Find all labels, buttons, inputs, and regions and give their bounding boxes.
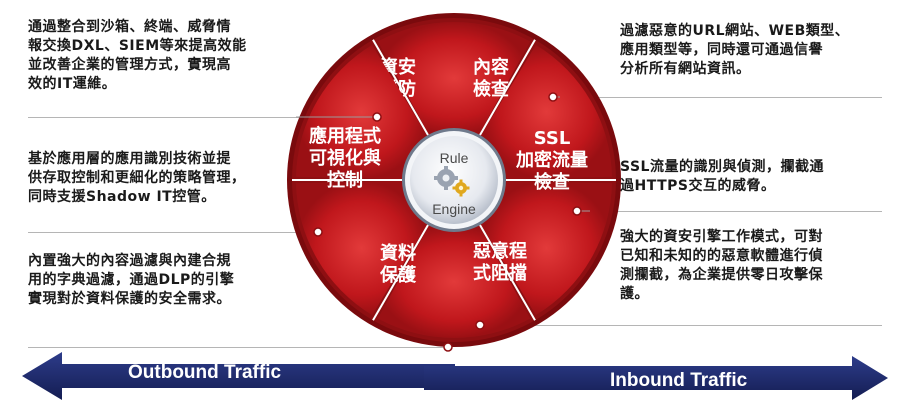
dot-app-visibility bbox=[313, 227, 323, 237]
segment-label-malware-block: 式阻擋 bbox=[473, 262, 527, 284]
desc-line: 供存取控制和更細化的策略管理， bbox=[28, 170, 246, 186]
desc-line: 報交換DXL、SIEM等來提高效能 bbox=[28, 38, 247, 54]
wheel-segments: 資安聯防內容檢查SSL加密流量檢查惡意程式阻擋資料保護應用程式可視化與控制 bbox=[292, 22, 616, 338]
divider-right-2 bbox=[590, 211, 882, 212]
dot-ssl-inspection bbox=[572, 206, 582, 216]
dot-malware-block bbox=[475, 320, 485, 330]
hub-label-top: Rule bbox=[440, 150, 469, 166]
segment-label-ssl-inspection: SSL bbox=[534, 128, 571, 149]
dot-joint-defense bbox=[372, 112, 382, 122]
segment-joint-defense bbox=[377, 22, 531, 135]
divider-right-1 bbox=[560, 97, 882, 98]
right-desc-ssl-inspection: SSL流量的識別與偵測，攔截通 過HTTPS交互的威脅。 bbox=[620, 158, 824, 196]
desc-line: 同時支援Shadow IT控管。 bbox=[28, 189, 216, 205]
desc-line: 強大的資安引擎工作模式，可對 bbox=[620, 229, 823, 245]
segment-label-data-protection: 資料 bbox=[380, 242, 416, 264]
segment-spoke bbox=[479, 39, 536, 136]
inbound-arrow bbox=[424, 356, 888, 400]
segment-label-joint-defense: 資安 bbox=[380, 56, 416, 78]
segment-content-inspection bbox=[480, 44, 612, 179]
desc-line: 內置強大的內容過濾與內建合規 bbox=[28, 253, 231, 269]
desc-line: 過HTTPS交互的威脅。 bbox=[620, 178, 776, 194]
dot-data-protection bbox=[443, 342, 453, 352]
desc-line: SSL流量的識別與偵測，攔截通 bbox=[620, 159, 824, 175]
desc-line: 應用類型等，同時還可通過信譽 bbox=[620, 42, 823, 58]
desc-line: 基於應用層的應用識別技術並提 bbox=[28, 151, 231, 167]
segment-label-app-visibility: 可視化與 bbox=[309, 147, 381, 169]
hub-label-bottom: Engine bbox=[432, 201, 476, 217]
desc-line: 分析所有網站資訊。 bbox=[620, 61, 751, 77]
segment-data-protection bbox=[296, 181, 428, 316]
divider-left-2 bbox=[28, 232, 318, 233]
right-desc-malware-block: 強大的資安引擎工作模式，可對 已知和未知的的惡意軟體進行偵 測攔截，為企業提供零… bbox=[620, 228, 823, 304]
desc-line: 過濾惡意的URL網站、WEB類型、 bbox=[620, 23, 850, 39]
segment-spoke bbox=[372, 224, 429, 321]
desc-line: 測攔截，為企業提供零日攻擊保 bbox=[620, 267, 823, 283]
left-desc-joint-defense: 通過整合到沙箱、終端、威脅情 報交換DXL、SIEM等來提高效能 並改善企業的管… bbox=[28, 18, 247, 94]
divider-right-3 bbox=[480, 325, 882, 326]
segment-spoke bbox=[372, 39, 429, 136]
inbound-traffic-label: Inbound Traffic bbox=[610, 370, 748, 391]
desc-line: 通過整合到沙箱、終端、威脅情 bbox=[28, 19, 231, 35]
left-desc-data-protection: 內置強大的內容過濾與內建合規 用的字典過濾，通過DLP的引擎 實現對於資料保護的… bbox=[28, 252, 234, 309]
desc-line: 已知和未知的的惡意軟體進行偵 bbox=[620, 248, 823, 264]
segment-label-malware-block: 惡意程 bbox=[473, 240, 527, 262]
gear-icon bbox=[434, 166, 458, 190]
dot-content-inspection bbox=[548, 92, 558, 102]
segment-label-ssl-inspection: 加密流量 bbox=[515, 149, 588, 171]
desc-line: 效的IT運維。 bbox=[28, 76, 117, 92]
traffic-arrows bbox=[22, 352, 888, 400]
segment-label-app-visibility: 應用程式 bbox=[309, 125, 381, 147]
outbound-traffic-label: Outbound Traffic bbox=[128, 362, 282, 383]
segment-malware-block bbox=[377, 225, 531, 338]
left-desc-app-visibility: 基於應用層的應用識別技術並提 供存取控制和更細化的策略管理， 同時支援Shado… bbox=[28, 150, 246, 207]
divider-left-1 bbox=[28, 117, 318, 118]
desc-line: 護。 bbox=[620, 286, 649, 302]
desc-line: 實現對於資料保護的安全需求。 bbox=[28, 291, 231, 307]
desc-line: 並改善企業的管理方式，實現高 bbox=[28, 57, 231, 73]
outbound-arrow bbox=[22, 352, 455, 400]
gear-icon-small bbox=[452, 179, 470, 197]
desc-line: 用的字典過濾，通過DLP的引擎 bbox=[28, 272, 235, 288]
connector-dots bbox=[313, 92, 582, 352]
segment-app-visibility bbox=[296, 44, 428, 179]
right-desc-content-inspection: 過濾惡意的URL網站、WEB類型、 應用類型等，同時還可通過信譽 分析所有網站資… bbox=[620, 22, 849, 79]
divider-left-3 bbox=[28, 347, 448, 348]
segment-label-ssl-inspection: 檢查 bbox=[534, 171, 570, 193]
segment-label-content-inspection: 檢查 bbox=[473, 78, 509, 100]
segment-label-content-inspection: 內容 bbox=[473, 56, 509, 78]
segment-spoke bbox=[479, 224, 536, 321]
